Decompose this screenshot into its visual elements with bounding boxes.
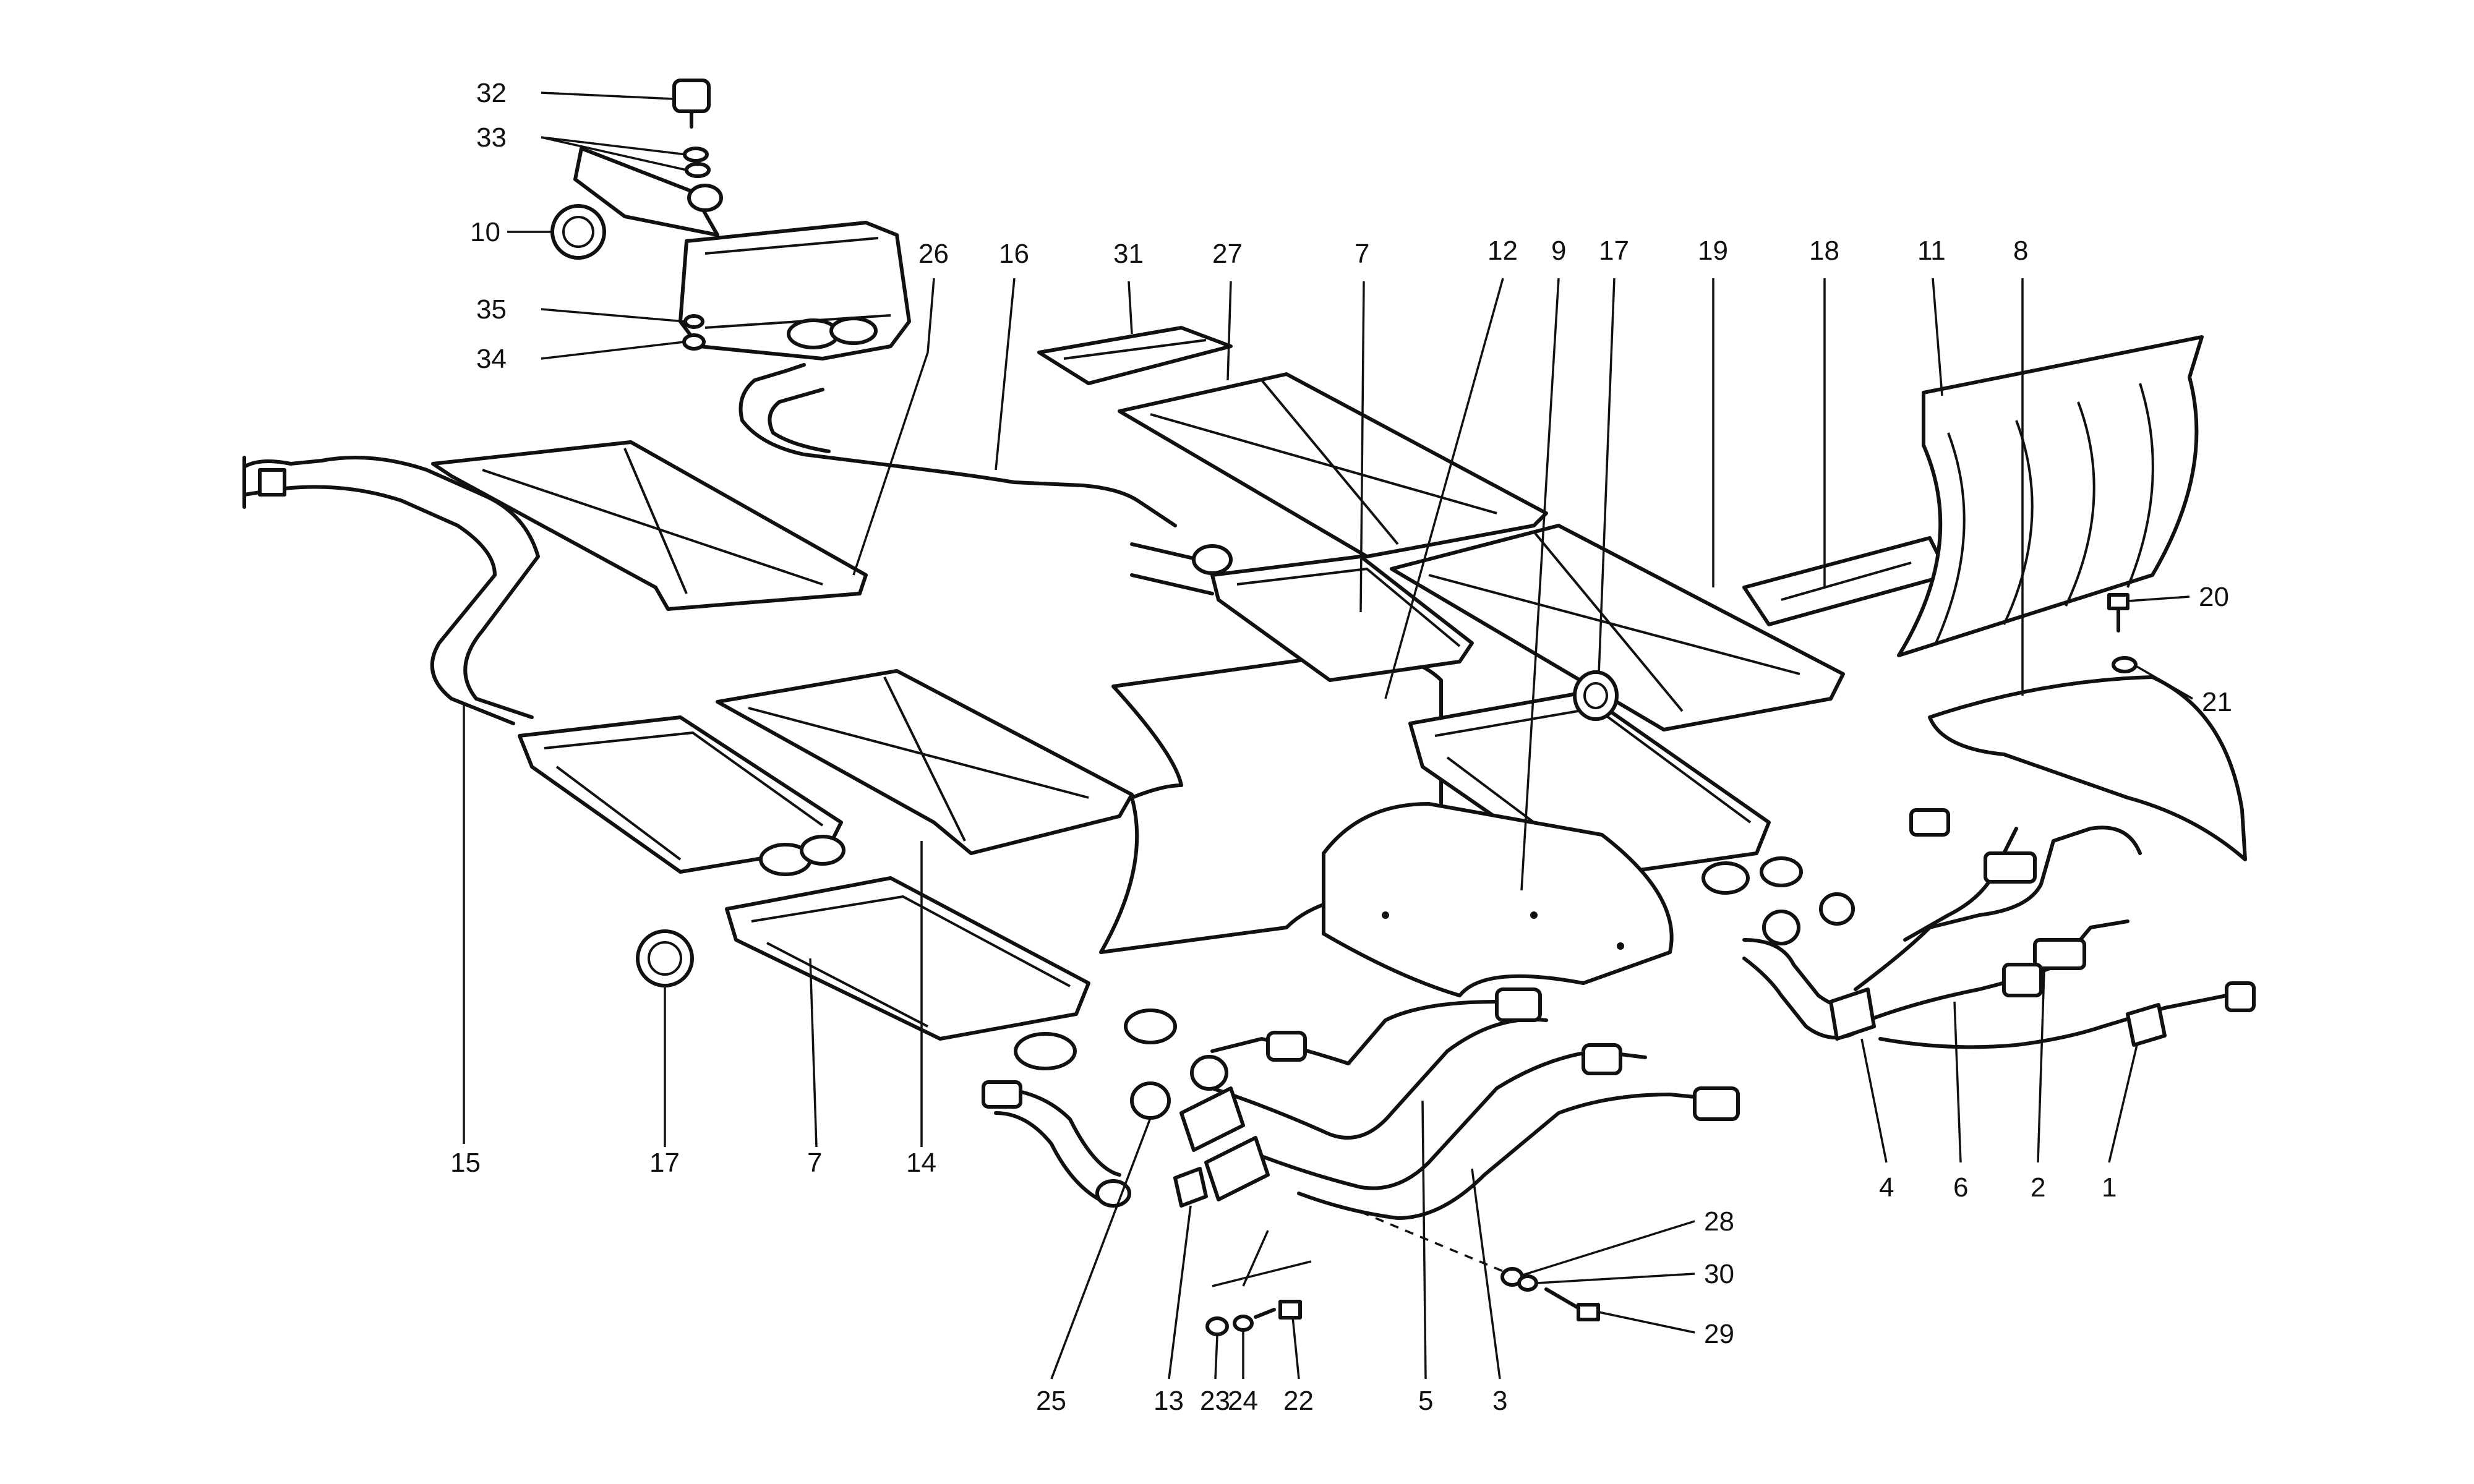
callout-31: 31: [1113, 239, 1144, 269]
rear-silencer: [573, 147, 911, 360]
silencer-right-upper: [1130, 542, 1474, 682]
heat-shield-19: [1390, 524, 1845, 731]
front-pipe-left: [982, 1080, 1131, 1208]
stud-22: [1254, 1300, 1302, 1320]
callout-7-bottom: 7: [807, 1148, 822, 1178]
gasket-ring-10: [550, 204, 606, 260]
manifold-right: [1742, 808, 2256, 1049]
callout-28: 28: [1704, 1206, 1734, 1237]
callout-9: 9: [1551, 236, 1566, 266]
heat-shield-27: [1118, 372, 1548, 558]
callout-33: 33: [476, 122, 507, 153]
washer-33: [683, 147, 711, 178]
heat-shield-8: [1928, 675, 2247, 861]
callout-12: 12: [1487, 236, 1518, 266]
bolt-29: [1544, 1287, 1600, 1321]
manifold-left: [1179, 987, 1740, 1220]
tail-pipe-15: [242, 456, 540, 725]
rubber-ring-right: [1762, 892, 1855, 945]
gasket-13: [1173, 1167, 1208, 1208]
heat-shield-26: [431, 440, 868, 611]
callout-17-bottom: 17: [649, 1148, 680, 1178]
nut-34: [682, 333, 706, 351]
callout-19: 19: [1698, 236, 1728, 266]
rubber-ring-17-upper: [1573, 670, 1619, 721]
callout-18: 18: [1809, 236, 1839, 266]
callout-3: 3: [1492, 1386, 1507, 1416]
leader-lines: [463, 92, 2193, 1380]
callout-20: 20: [2199, 582, 2229, 612]
heat-shield-14: [716, 669, 1134, 855]
callout-23: 23: [1200, 1386, 1230, 1416]
callout-4: 4: [1879, 1172, 1894, 1203]
callout-11: 11: [1917, 236, 1946, 266]
callout-21: 21: [2202, 687, 2232, 717]
heat-shield-9: [1322, 802, 1674, 997]
tail-pipe-16: [738, 363, 1177, 527]
callout-17-top: 17: [1599, 236, 1629, 266]
rubber-ring-17-lower: [636, 929, 694, 987]
callout-29: 29: [1704, 1319, 1734, 1349]
callout-22: 22: [1283, 1386, 1314, 1416]
washer-21: [2112, 656, 2138, 673]
washer-35: [683, 314, 704, 329]
callout-6: 6: [1953, 1172, 1968, 1203]
callout-14: 14: [906, 1148, 936, 1178]
rubber-buffer-32: [672, 79, 711, 129]
washer-24: [1233, 1315, 1254, 1332]
callout-10: 10: [470, 217, 500, 247]
gasket-1: [2126, 1003, 2167, 1047]
callout-16: 16: [999, 239, 1029, 269]
callout-35: 35: [476, 294, 507, 325]
callout-8: 8: [2013, 236, 2028, 266]
callout-32: 32: [476, 78, 507, 108]
bolt-20: [2107, 593, 2129, 633]
callout-26: 26: [918, 239, 949, 269]
callout-15: 15: [450, 1148, 481, 1178]
callout-27: 27: [1212, 239, 1243, 269]
callout-5: 5: [1418, 1386, 1433, 1416]
nut-23: [1205, 1316, 1229, 1336]
silencer-left-lower: [725, 876, 1177, 1070]
callout-25: 25: [1036, 1386, 1066, 1416]
callout-2: 2: [2031, 1172, 2045, 1203]
callout-24: 24: [1228, 1386, 1258, 1416]
callout-34: 34: [476, 344, 507, 374]
curved-heat-shield-11: [1897, 335, 2204, 657]
callout-1: 1: [2102, 1172, 2117, 1203]
callout-30: 30: [1704, 1259, 1734, 1289]
heat-shield-31: [1037, 326, 1233, 385]
callout-labels: 32 33 10 35 34 26 16 31 27 7 12 9 17 19 …: [450, 78, 2232, 1416]
washer-30: [1517, 1274, 1538, 1292]
silencer-left-upper: [518, 715, 845, 876]
shield-plate-18: [1742, 536, 1950, 626]
callout-7-top: 7: [1355, 239, 1369, 269]
callout-13: 13: [1154, 1386, 1184, 1416]
rubber-ring-25: [1130, 1055, 1228, 1120]
